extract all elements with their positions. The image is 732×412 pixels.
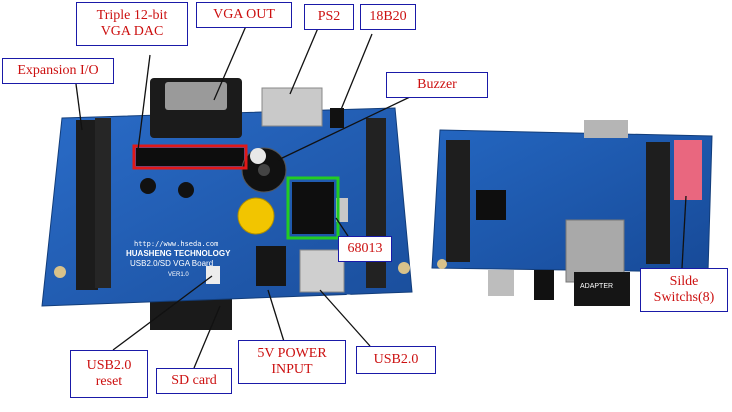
label-triple-dac: Triple 12-bit VGA DAC xyxy=(76,2,188,46)
usb-b-connector xyxy=(299,249,345,293)
board-company: HUASHENG TECHNOLOGY xyxy=(126,249,231,258)
leader-lines xyxy=(75,25,687,369)
sd-socket xyxy=(565,219,625,283)
sd-adapter xyxy=(574,272,630,306)
label-buzzer: Buzzer xyxy=(386,72,488,98)
board-url: http://www.hseda.com xyxy=(134,240,218,248)
usb-reset-switch xyxy=(206,266,220,284)
reset-button-cap xyxy=(250,148,266,164)
board-name: USB2.0/SD VGA Board xyxy=(130,259,213,268)
right-header-right xyxy=(646,142,670,264)
standoff xyxy=(437,259,447,269)
vga-shell xyxy=(165,82,227,110)
label-vga-out: VGA OUT xyxy=(196,2,292,28)
ds18b20-sensor xyxy=(330,108,344,128)
label-expansion-io: Expansion I/O xyxy=(2,58,114,84)
right-header-left xyxy=(446,140,470,262)
dac-highlight xyxy=(132,144,248,170)
right-vga-back xyxy=(584,120,628,138)
label-sd-card: SD card xyxy=(156,368,232,394)
label-68013: 68013 xyxy=(338,236,392,262)
right-chip xyxy=(476,190,506,220)
buzzer-hole xyxy=(258,164,270,176)
right-board: ADAPTER xyxy=(431,120,713,306)
expansion-header-right xyxy=(366,118,386,288)
expansion-header-left xyxy=(76,120,98,290)
cy68013-chip xyxy=(292,182,334,234)
label-18b20: 18B20 xyxy=(360,4,416,30)
board-serial: Bc08133 xyxy=(346,293,382,303)
label-usb-reset: USB2.0 reset xyxy=(70,350,148,398)
dip-switch xyxy=(674,140,702,200)
label-power-input: 5V POWER INPUT xyxy=(238,340,346,384)
left-board: http://www.hseda.com HUASHENG TECHNOLOGY… xyxy=(41,78,413,330)
label-slide-switches: Silde Switchs(8) xyxy=(640,268,728,312)
ps2-connector xyxy=(261,87,323,127)
right-power-jack xyxy=(534,270,554,300)
label-usb: USB2.0 xyxy=(356,346,436,374)
standoff xyxy=(54,266,66,278)
expansion-header-left-2 xyxy=(95,118,111,288)
chip-highlight xyxy=(286,176,340,240)
standoff xyxy=(398,262,410,274)
board-version: VER1.0 xyxy=(168,272,189,278)
capacitor xyxy=(140,178,156,194)
yellow-button xyxy=(237,197,275,235)
label-ps2: PS2 xyxy=(304,4,354,30)
adapter-label: ADAPTER xyxy=(580,283,613,290)
right-usb xyxy=(488,270,514,296)
capacitor xyxy=(178,182,194,198)
dac-pins xyxy=(136,148,244,166)
power-jack xyxy=(256,246,286,286)
